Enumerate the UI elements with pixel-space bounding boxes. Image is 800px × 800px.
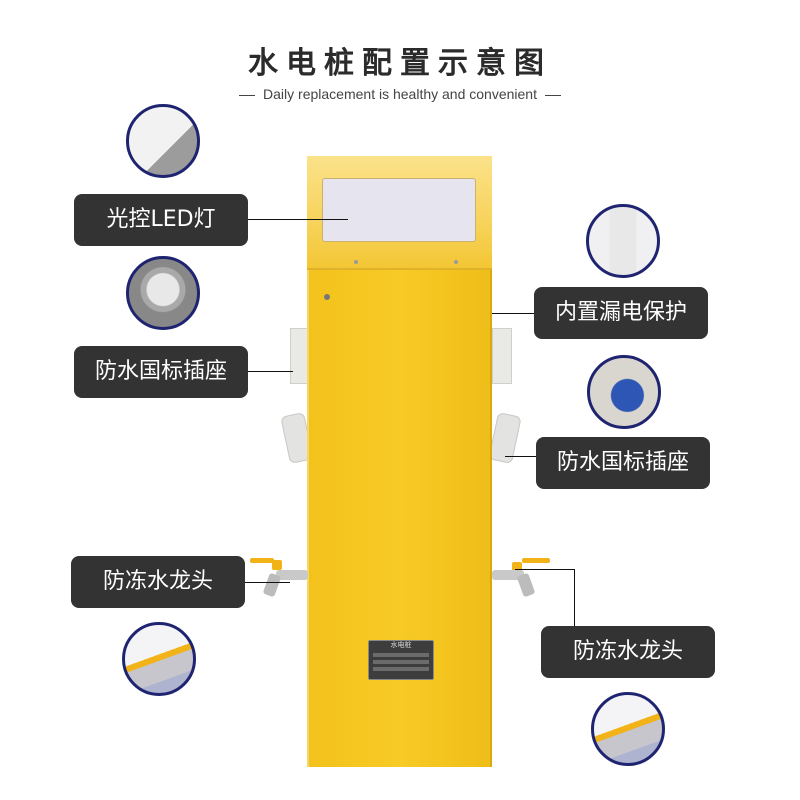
subtitle-dash-right bbox=[544, 94, 561, 96]
lock-icon bbox=[324, 294, 330, 300]
callout-label-antifreeze-faucet-left: 防冻水龙头 bbox=[71, 556, 245, 608]
callout-line bbox=[492, 313, 534, 314]
nameplate: 水电桩 bbox=[368, 640, 434, 680]
led-lamp-panel bbox=[322, 178, 476, 242]
page-title: 水电桩配置示意图 bbox=[248, 46, 552, 81]
antifreeze-faucet-photo bbox=[122, 622, 196, 696]
leakage-breaker-photo bbox=[586, 204, 660, 278]
led-light-panel-photo bbox=[126, 104, 200, 178]
callout-line bbox=[248, 371, 293, 372]
pillar-head bbox=[307, 156, 492, 270]
antifreeze-faucet-photo bbox=[591, 692, 665, 766]
pillar-body: 水电桩 bbox=[307, 156, 492, 767]
callout-label-waterproof-socket-left: 防水国标插座 bbox=[74, 346, 248, 398]
callout-line bbox=[505, 456, 536, 457]
callout-label-antifreeze-faucet-right: 防冻水龙头 bbox=[541, 626, 715, 678]
waterproof-socket-photo bbox=[126, 256, 200, 330]
callout-label-leakage-protection: 内置漏电保护 bbox=[534, 287, 708, 339]
subtitle-text: Daily replacement is healthy and conveni… bbox=[263, 86, 537, 102]
page-subtitle: Daily replacement is healthy and conveni… bbox=[0, 86, 800, 102]
callout-line bbox=[248, 219, 348, 220]
right-socket-box bbox=[492, 328, 512, 384]
nameplate-title: 水电桩 bbox=[390, 641, 412, 649]
callout-label-waterproof-socket-right: 防水国标插座 bbox=[536, 437, 710, 489]
callout-label-led-light: 光控LED灯 bbox=[74, 194, 248, 246]
screw-icon bbox=[354, 260, 358, 264]
subtitle-dash-left bbox=[239, 94, 256, 96]
callout-line bbox=[245, 582, 290, 583]
screw-icon bbox=[454, 260, 458, 264]
left-faucet-icon bbox=[250, 558, 308, 597]
right-faucet-icon bbox=[492, 558, 550, 597]
callout-line bbox=[515, 569, 575, 570]
industrial-socket-photo bbox=[587, 355, 661, 429]
callout-line bbox=[574, 569, 575, 626]
